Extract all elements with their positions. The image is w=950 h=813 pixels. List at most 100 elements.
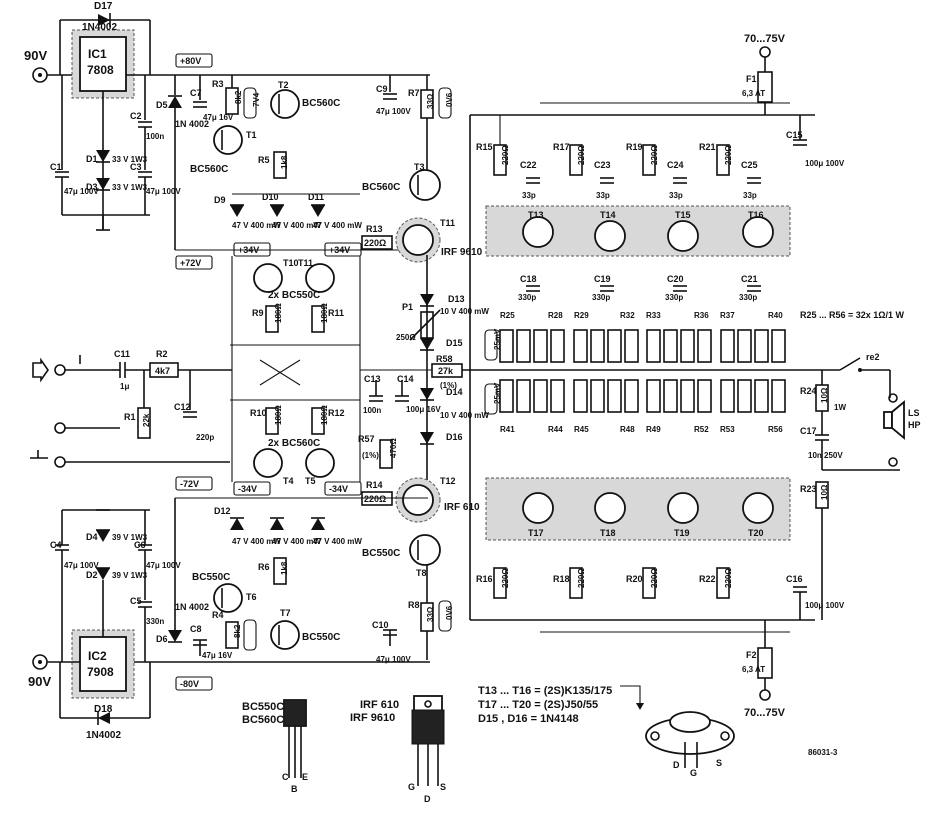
d7-ref: D9 bbox=[214, 195, 226, 205]
r12-value: 180Ω bbox=[320, 405, 329, 425]
transistor-t9 bbox=[253, 263, 283, 293]
r10-ref: R10 bbox=[250, 408, 267, 418]
d17-ref: D17 bbox=[94, 1, 113, 12]
d9-ref: D11 bbox=[308, 192, 324, 202]
r14-value: 220Ω bbox=[364, 494, 386, 504]
c8-value: 47μ 16V bbox=[202, 651, 233, 660]
rail-minus80v: -80V bbox=[180, 679, 199, 689]
lower-output-group: T17 T18 T19 T20 R16 220Ω R18 220Ω R20 22… bbox=[469, 115, 845, 719]
c7-value: 47μ 16V bbox=[203, 113, 234, 122]
bank-label-r37: R37 bbox=[720, 311, 735, 320]
d4-ref: D4 bbox=[86, 532, 98, 542]
d1-ref: D1 bbox=[86, 154, 98, 164]
c18-value: 330p bbox=[518, 293, 536, 302]
c22-ref: C22 bbox=[520, 160, 537, 170]
r4-ref: R4 bbox=[212, 610, 224, 620]
d4-type: 39 V 1W3 bbox=[112, 533, 148, 542]
r21-value: 220Ω bbox=[724, 145, 733, 165]
bank-resistor bbox=[607, 379, 622, 413]
bank-label-r56: R56 bbox=[768, 425, 783, 434]
c8-ref: C8 bbox=[190, 624, 202, 634]
mosfet-t14 bbox=[594, 220, 626, 252]
c20-value: 330p bbox=[665, 293, 683, 302]
r9-ref: R9 bbox=[252, 308, 264, 318]
c9-ref: C9 bbox=[376, 84, 388, 94]
r5-value: 1k8 bbox=[280, 155, 289, 169]
c5-value: 330n bbox=[146, 617, 164, 626]
bank-label-r44: R44 bbox=[548, 425, 563, 434]
mosfet-t13 bbox=[522, 216, 554, 248]
pin-d-to220: D bbox=[424, 794, 431, 804]
driver-section: C9 47μ 100V R7 33Ω 0V6 T3 BC560C T11 IRF… bbox=[358, 75, 502, 664]
d16-ref: D16 bbox=[446, 432, 463, 442]
t9-ref: T10 bbox=[283, 258, 299, 268]
resistor-bank-lower bbox=[499, 379, 786, 413]
t11-ref: T11 bbox=[440, 218, 455, 228]
c22-value: 33p bbox=[522, 191, 536, 200]
r57-value: 470Ω bbox=[389, 438, 398, 458]
t19-ref: T19 bbox=[674, 528, 690, 538]
bank-label-r48: R48 bbox=[620, 425, 635, 434]
bank-resistor bbox=[663, 329, 678, 363]
bank-resistor bbox=[720, 329, 735, 363]
negative-supply-section: -72V D12 47 V 400 mW D13 D13 D14 47 V 40… bbox=[28, 476, 430, 741]
r22-ref: R22 bbox=[699, 574, 716, 584]
f2-value: 6,3 AT bbox=[742, 665, 765, 674]
t17-ref: T17 bbox=[528, 528, 544, 538]
output-stage: 70...75V F1 6,3 AT C15 100μ 100V R15 220… bbox=[469, 33, 921, 719]
mosfet-t16 bbox=[742, 216, 774, 248]
bank-resistor bbox=[663, 379, 678, 413]
rail-plus34v-a: +34V bbox=[238, 245, 259, 255]
p1-value: 250Ω bbox=[396, 333, 416, 342]
bank-resistor bbox=[754, 329, 769, 363]
transistor-t3 bbox=[409, 169, 441, 201]
bank-note: R25 ... R56 = 32x 1Ω/1 W bbox=[800, 310, 905, 320]
transistor-t6 bbox=[213, 583, 243, 613]
bank-label-r29: R29 bbox=[574, 311, 589, 320]
c21-ref: C21 bbox=[741, 274, 758, 284]
notes-section: T13 ... T16 = (2S)K135/175 T17 ... T20 =… bbox=[242, 685, 838, 804]
pin-s-to3: S bbox=[716, 758, 722, 768]
r3-ref: R3 bbox=[212, 79, 224, 89]
c6-ref: C6 bbox=[134, 540, 146, 550]
bank-resistor bbox=[680, 329, 695, 363]
c11-ref: C11 bbox=[114, 349, 130, 359]
relay-label: re2 bbox=[866, 352, 880, 362]
r5-ref: R5 bbox=[258, 155, 270, 165]
r18-ref: R18 bbox=[553, 574, 570, 584]
bank-resistor bbox=[720, 379, 735, 413]
t1-type: BC560C bbox=[190, 164, 228, 175]
c9-value: 47μ 100V bbox=[376, 107, 411, 116]
bank-resistor bbox=[590, 329, 605, 363]
speaker-ref: LS bbox=[908, 408, 920, 418]
c18-ref: C18 bbox=[520, 274, 537, 284]
c17-ref: C17 bbox=[800, 426, 817, 436]
ic1-ref: IC1 bbox=[88, 47, 107, 61]
input-neg-90v: 90V bbox=[28, 674, 51, 689]
source-resistor-bank: R25 R28 R29 R32 R33 R36 R37 R40 R41 R44 … bbox=[499, 310, 905, 434]
t15-ref: T15 bbox=[675, 210, 691, 220]
r18-value: 220Ω bbox=[577, 568, 586, 588]
r19-value: 220Ω bbox=[650, 145, 659, 165]
bank-label-r49: R49 bbox=[646, 425, 661, 434]
r6-ref: R6 bbox=[258, 562, 270, 572]
r3-value: 8k2 bbox=[234, 90, 243, 104]
package-label-irf9610: IRF 9610 bbox=[350, 712, 395, 724]
resistor-bank-upper bbox=[499, 329, 786, 363]
c14-value: 100μ 16V bbox=[406, 405, 441, 414]
t3-ref: T3 bbox=[414, 162, 425, 172]
r7-value: 33Ω bbox=[426, 93, 435, 109]
t2-type: BC560C bbox=[302, 98, 340, 109]
r2-value: 4k7 bbox=[155, 366, 170, 376]
bank-resistor bbox=[646, 329, 661, 363]
rail-minus34v-b: -34V bbox=[329, 484, 348, 494]
d17-type-label: 1N4002 bbox=[82, 22, 117, 33]
figure-id: 86031-3 bbox=[808, 748, 838, 757]
bank-resistor bbox=[646, 379, 661, 413]
r11-value: 180Ω bbox=[320, 303, 329, 323]
c23-ref: C23 bbox=[594, 160, 611, 170]
bank-resistor bbox=[533, 329, 548, 363]
package-label-irf610: IRF 610 bbox=[360, 699, 399, 711]
bank-resistor bbox=[754, 379, 769, 413]
bank-resistor bbox=[516, 379, 531, 413]
